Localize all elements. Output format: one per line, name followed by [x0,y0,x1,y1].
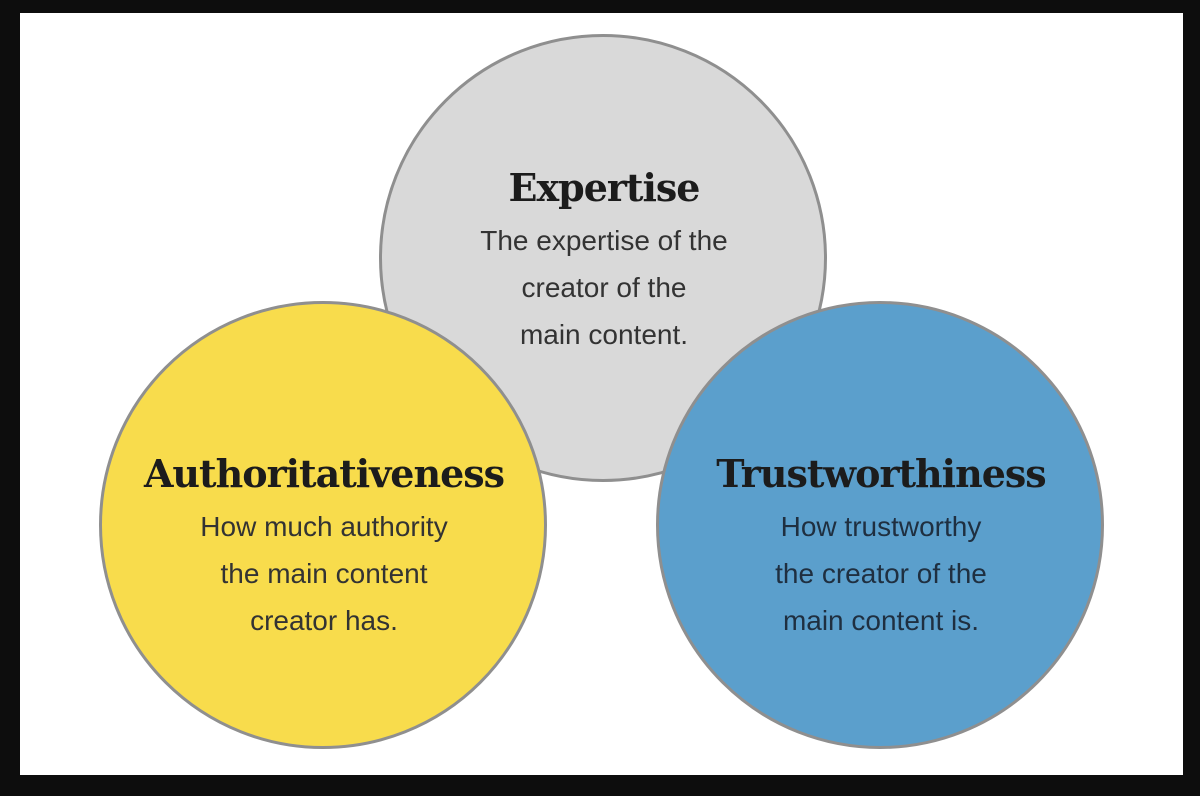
diagram-canvas: Expertise The expertise of the creator o… [20,13,1183,775]
desc-line: main content. [519,319,689,350]
desc-line: creator has. [250,605,398,636]
trustworthiness-description: How trustworthy the creator of the main … [651,503,1111,644]
trustworthiness-circle [656,301,1104,749]
desc-line: main content is. [782,605,980,636]
expertise-description: The expertise of the creator of the main… [374,217,834,358]
desc-line: the main content [220,558,428,589]
authoritativeness-title: Authoritativeness [143,451,505,496]
desc-line: How trustworthy [780,511,982,542]
desc-line: How much authority [200,511,448,542]
trustworthiness-text: Trustworthiness How trustworthy the crea… [651,449,1111,644]
authoritativeness-description: How much authority the main content crea… [94,503,554,644]
authoritativeness-circle [99,301,547,749]
desc-line: The expertise of the [480,225,728,256]
desc-line: the creator of the [775,558,987,589]
authoritativeness-text: Authoritativeness How much authority the… [94,449,554,644]
desc-line: creator of the [521,272,687,303]
trustworthiness-title: Trustworthiness [716,451,1046,496]
expertise-text: Expertise The expertise of the creator o… [374,163,834,358]
expertise-title: Expertise [508,165,701,210]
